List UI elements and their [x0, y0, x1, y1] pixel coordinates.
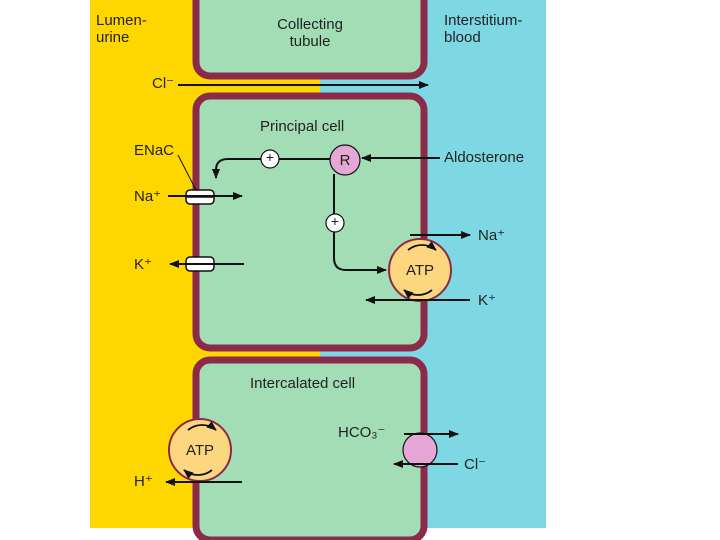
enac-label: ENaC — [134, 142, 175, 159]
plus-label-1: + — [265, 149, 275, 165]
receptor-r — [329, 144, 361, 176]
h-lumen-label: H⁺ — [134, 473, 153, 490]
cl-blood-label: Cl⁻ — [464, 456, 487, 473]
plus-sign-1 — [260, 149, 280, 169]
principal-atp-label: ATP — [405, 262, 435, 279]
interstitium-label: Interstitium-blood — [444, 12, 523, 46]
hco3-cl-exchanger — [402, 432, 438, 468]
lumen-label: Lumen-urine — [96, 12, 147, 46]
receptor-to-pump-arrow — [333, 174, 387, 274]
enac-pointer — [177, 154, 197, 191]
collecting-tubule-cell — [192, 0, 428, 80]
principal-cell-title: Principal cell — [260, 118, 345, 135]
plus-label-2: + — [330, 213, 340, 229]
receptor-label: R — [339, 152, 351, 169]
collecting-tubule-label: Collecting tubule — [277, 16, 343, 50]
paracellular-cl-label: Cl⁻ — [152, 75, 175, 92]
hco3-label: HCO₃⁻ — [338, 424, 386, 441]
intercalated-cell-title: Intercalated cell — [250, 375, 356, 392]
k-lumen-label: K⁺ — [134, 256, 152, 273]
receptor-to-enac-arrow — [212, 158, 330, 179]
na-lumen-label: Na⁺ — [134, 188, 162, 205]
plus-sign-2 — [325, 213, 345, 233]
aldosterone-label: Aldosterone — [444, 149, 525, 166]
na-blood-label: Na⁺ — [478, 227, 506, 244]
k-blood-label: K⁺ — [478, 292, 496, 309]
intercalated-atp-label: ATP — [185, 442, 215, 459]
